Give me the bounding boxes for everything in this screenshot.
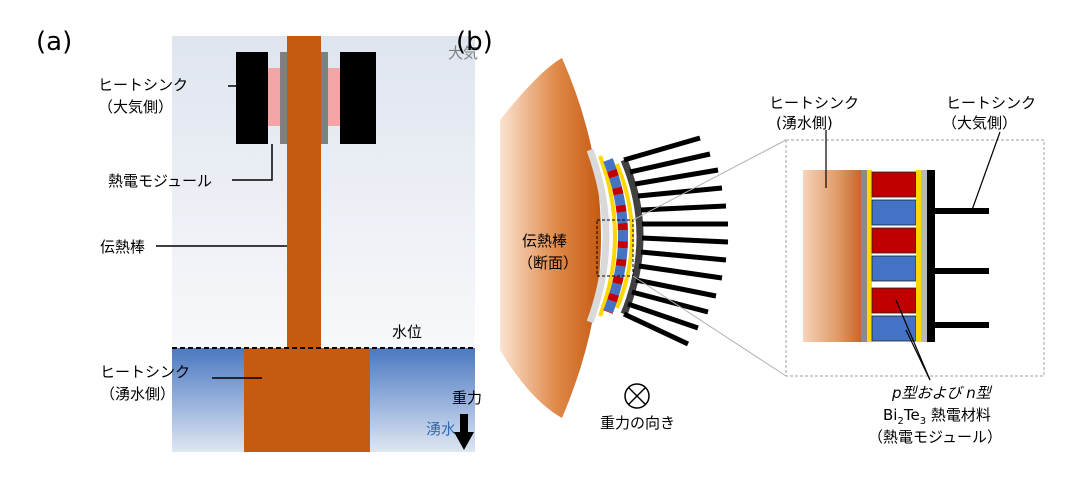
- panel-b-label: (b): [456, 27, 493, 57]
- fin-fade-1: [989, 206, 1015, 216]
- gravity-into-page-icon: [624, 383, 650, 409]
- panel-a-label: (a): [36, 27, 72, 57]
- material-label-line2: Bi2Te3 熱電材料: [883, 406, 991, 427]
- fin-fade-3: [989, 320, 1015, 330]
- heat-rod-cross-section: [500, 58, 601, 418]
- inset-heatsink-air-fins: [935, 208, 989, 328]
- heatsink-air-right: [340, 52, 376, 144]
- module-n-type: [603, 158, 628, 314]
- inset-heatsink-air-base: [927, 170, 935, 342]
- inset-heatsink-air-label-line2: （大気側）: [942, 114, 1017, 132]
- heatsink-air-label-line2: （大気側）: [98, 98, 173, 116]
- inset-electrode-right: [916, 170, 921, 342]
- panel-b: (b) 伝熱棒 （断面: [456, 27, 1045, 446]
- gravity-direction-label: 重力の向き: [600, 414, 675, 432]
- inset-heat-rod: [803, 170, 861, 342]
- heat-rod: [287, 36, 321, 350]
- inset-heatsink-spring-label-line2: (湧水側): [776, 114, 833, 132]
- module-plate-right: [321, 52, 328, 144]
- heatsink-air-label-line1: ヒートシンク: [98, 76, 188, 94]
- thermoelectric-module-left: [268, 68, 280, 126]
- leader-module: [232, 144, 273, 181]
- heatsink-air-base-arc: [620, 158, 644, 316]
- heat-rod-label: 伝熱棒: [100, 238, 145, 256]
- inset-heatsink-spring-label-line1: ヒートシンク: [769, 94, 859, 112]
- inset-plate-left: [861, 170, 867, 342]
- inset-plate-right: [921, 170, 927, 342]
- inset-electrode-left: [867, 170, 872, 342]
- rod-cross-section-label-line2: （断面）: [518, 254, 578, 272]
- water-level-label: 水位: [392, 323, 422, 341]
- spring-water-label: 湧水: [426, 420, 456, 438]
- module-p-type: [603, 158, 628, 314]
- heatsink-spring-side: [244, 348, 370, 452]
- gravity-label: 重力: [452, 389, 482, 407]
- module-outer-plate: [586, 148, 610, 324]
- heatsink-spring-label-line1: ヒートシンク: [100, 363, 190, 381]
- thermoelectric-module-right: [328, 68, 340, 126]
- module-plate-left: [280, 52, 287, 144]
- rod-cross-section-label-line1: 伝熱棒: [522, 232, 567, 250]
- spring-water-region-left: [172, 348, 244, 452]
- leader-material-2: [905, 329, 931, 381]
- gravity-arrow-icon: [454, 414, 474, 450]
- module-electrode-inner: [598, 155, 617, 317]
- zoom-projection-bottom: [632, 275, 787, 377]
- inset-thermoelectric-elements: [871, 171, 917, 342]
- inset-heatsink-air-label-line1: ヒートシンク: [946, 94, 1036, 112]
- material-label-line3: （熱電モジュール）: [868, 428, 1002, 446]
- atmosphere-label: 大気: [448, 44, 478, 62]
- heatsink-spring-label-line2: （湧水側）: [100, 385, 175, 403]
- fin-fade-2: [989, 266, 1015, 276]
- thermoelectric-module-label: 熱電モジュール: [108, 172, 212, 190]
- zoom-region-marker: [596, 219, 634, 277]
- heatsink-air-left: [236, 52, 268, 144]
- heatsink-air-fins: [622, 135, 729, 347]
- zoom-inset-frame: [785, 139, 1045, 377]
- material-label-line1: p型および n型: [891, 384, 993, 402]
- panel-a: (a) 大気 ヒートシンク （大気側） 熱電モジュール 伝熱棒 水位 ヒートシン…: [36, 27, 482, 452]
- leader-heatsink-air-inset: [971, 131, 1001, 211]
- module-electrode-outer: [615, 163, 634, 309]
- zoom-projection-top: [632, 139, 787, 221]
- leader-material-1: [895, 299, 931, 381]
